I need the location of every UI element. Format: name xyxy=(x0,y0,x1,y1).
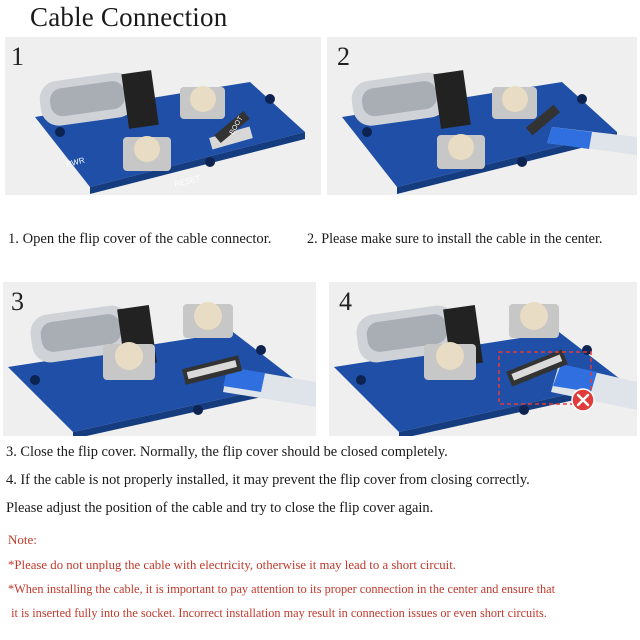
step-2-number: 2 xyxy=(337,42,350,71)
board-cable-misaligned-illustration xyxy=(329,282,637,436)
note-line-3: it is inserted fully into the socket. In… xyxy=(8,606,547,620)
step-1-number: 1 xyxy=(11,42,24,71)
step-3-image: 3 xyxy=(3,282,316,436)
step-2-image: 2 xyxy=(327,37,637,195)
error-highlight-box xyxy=(498,351,592,405)
note-line-1: *Please do not unplug the cable with ele… xyxy=(8,558,456,572)
step-4-image: 4 xyxy=(329,282,637,436)
step-4-caption: 4. If the cable is not properly installe… xyxy=(6,472,530,488)
step-3-number: 3 xyxy=(11,287,24,316)
step-1-image: PWR RESET BOOT 1 xyxy=(5,37,321,195)
step-1-caption: 1. Open the flip cover of the cable conn… xyxy=(8,231,272,247)
note-heading: Note: xyxy=(8,532,37,547)
adjust-instruction: Please adjust the position of the cable … xyxy=(6,500,434,516)
step-4-number: 4 xyxy=(339,287,352,316)
step-3-caption: 3. Close the flip cover. Normally, the f… xyxy=(6,444,448,460)
board-cable-inserted-illustration xyxy=(327,37,637,195)
pwr-silkscreen: PWR xyxy=(65,156,86,169)
x-mark-icon xyxy=(571,388,595,412)
note-line-2: *When installing the cable, it is import… xyxy=(8,582,556,596)
step-2-caption: 2. Please make sure to install the cable… xyxy=(307,231,603,247)
board-cover-closed-illustration xyxy=(3,282,316,436)
board-open-cover-illustration: PWR RESET BOOT xyxy=(5,37,321,195)
page-title: Cable Connection xyxy=(30,2,228,32)
